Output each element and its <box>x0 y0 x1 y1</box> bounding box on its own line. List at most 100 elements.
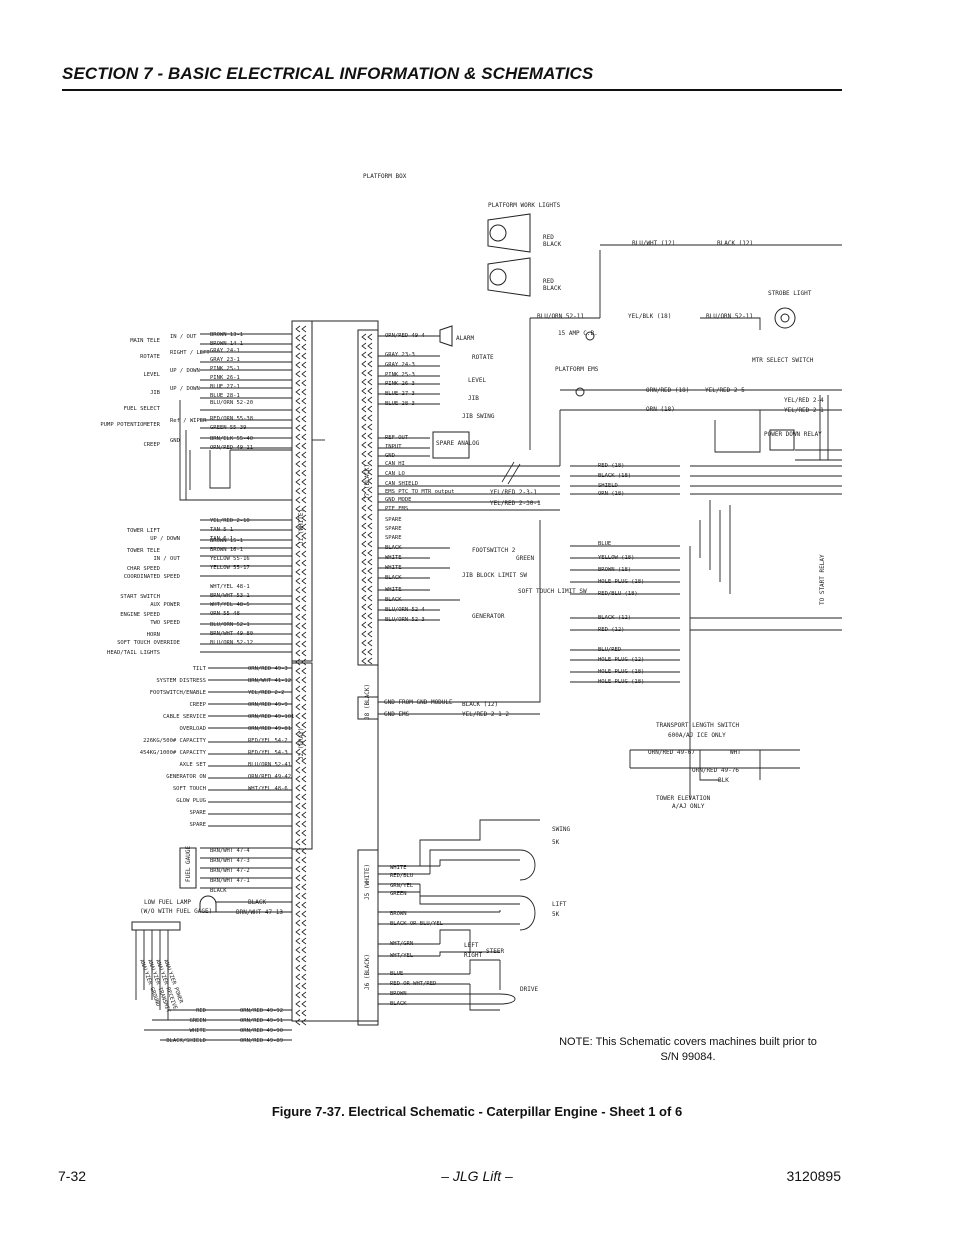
connector-pin <box>361 495 373 503</box>
j6-wire-label: WHT/GRN <box>390 941 413 947</box>
right-wire-label: RED (12) <box>598 627 625 633</box>
function-sub-label: COORDINATED SPEED <box>124 574 180 580</box>
function-label: TOWER LIFT <box>127 528 161 534</box>
function-sub-label: GND <box>170 438 180 444</box>
j2-wire-label: ORN/RED 49-3 <box>248 666 288 672</box>
wire-label: WHT/YEL 48-5 <box>210 602 250 608</box>
connector-pin <box>295 622 307 630</box>
connector-pin <box>295 775 307 783</box>
connector-pin <box>295 937 307 945</box>
connector-pin <box>295 388 307 396</box>
analyzer-wire: WHITE <box>189 1028 206 1034</box>
function-label: PUMP POTENTIOMETER <box>100 422 160 428</box>
connector-pin <box>361 396 373 404</box>
connector-pin <box>295 325 307 333</box>
circuit-breaker-label: 15 AMP C.B. <box>558 330 598 337</box>
j7-wire-label: CAN HI <box>385 461 405 467</box>
function-label: LEVEL <box>143 372 160 378</box>
right-wire-label: BLACK (12) <box>598 615 631 621</box>
function-sub-label: RIGHT / LEFT <box>170 350 210 356</box>
right-wire-label: HOLE PLUG (18) <box>598 669 644 675</box>
platform-ems-label: PLATFORM EMS <box>555 366 599 373</box>
function-sub-label: AUX POWER <box>150 602 180 608</box>
wire-label: BLUE 27-1 <box>210 384 240 390</box>
j7-wire-label: CAN LO <box>385 471 405 477</box>
connector-pin <box>295 532 307 540</box>
swing-label: SWING <box>552 826 570 833</box>
j5-wire-label: WHITE <box>390 865 407 871</box>
connector-pin <box>295 577 307 585</box>
fuel-gauge-wire: BRN/WHT 47-1 <box>210 878 250 884</box>
j7-wire-label: SPARE <box>385 535 402 541</box>
connector-pin <box>295 829 307 837</box>
function-label: HEAD/TAIL LIGHTS <box>107 650 160 656</box>
j7-wire-label: WHITE <box>385 555 402 561</box>
connector-pin <box>295 739 307 747</box>
function-label: START SWITCH <box>120 594 160 600</box>
function-label: HORN <box>147 632 160 638</box>
j2-function-label: SYSTEM DISTRESS <box>156 678 206 684</box>
function-sub-label: Ref / WIPER <box>170 418 207 424</box>
right-wire-label: SHIELD <box>598 483 618 489</box>
connector-pin <box>295 883 307 891</box>
connector-pin <box>295 919 307 927</box>
analyzer-pin-wire: ORN/RED 49-92 <box>240 1008 283 1014</box>
mtr-wire-3: YEL/RED 2-1 <box>784 407 824 414</box>
j2-wire-label: RED/YEL 54-3 <box>248 750 288 756</box>
j8-wire-3: BLACK (12) <box>462 701 498 708</box>
connector-pin <box>295 613 307 621</box>
j7-wire-label: REF OUT <box>385 435 409 441</box>
j2-function-label: SPARE <box>189 810 206 816</box>
j2-wire-label: ORN/RED 49-81 <box>248 726 291 732</box>
fuel-gauge-wire: BRN/WHT 47-2 <box>210 868 250 874</box>
connector-pin <box>295 523 307 531</box>
function-label: CREEP <box>143 442 160 448</box>
connector-pin <box>295 541 307 549</box>
wire-label: BROWN 16-1 <box>210 547 243 553</box>
wire-label: BLU/ORN 52-12 <box>210 640 253 646</box>
wire-label: BROWN 13-1 <box>210 332 243 338</box>
j7-wire-label: GND <box>385 453 395 459</box>
drive-label: DRIVE <box>520 986 538 993</box>
function-label: TOWER TELE <box>127 548 160 554</box>
connector-pin <box>295 631 307 639</box>
connector-pin <box>295 334 307 342</box>
rotate-label: ROTATE <box>472 354 494 361</box>
j5-wire-label: BROWN <box>390 911 407 917</box>
j7-wire-label: PTF EMS <box>385 506 408 512</box>
connector-pin <box>295 640 307 648</box>
j7-wire-label: SPARE <box>385 526 402 532</box>
analyzer-pin-wire: ORN/RED 49-91 <box>240 1018 283 1024</box>
steer-label: STEER <box>486 948 504 955</box>
connector-pin <box>295 415 307 423</box>
connector-pin <box>295 856 307 864</box>
j2-wire-label: WHT/YEL 48-6 <box>248 786 288 792</box>
j7-wire-label: SPARE <box>385 517 402 523</box>
connector-pin <box>361 441 373 449</box>
function-label: MAIN TELE <box>130 338 160 344</box>
fuel-gauge-wire: BRN/WHT 47-4 <box>210 848 250 854</box>
strobe-light-label: STROBE LIGHT <box>768 290 812 297</box>
j2-function-label: CREEP <box>189 702 206 708</box>
connector-pin <box>295 991 307 999</box>
connector-pin <box>361 414 373 422</box>
work-light2-wire-black: BLACK <box>543 285 561 292</box>
j2-function-label: SOFT TOUCH <box>173 786 206 792</box>
work-light-wire-red: RED <box>543 234 554 241</box>
connector-pin <box>295 874 307 882</box>
connector-pin <box>361 540 373 548</box>
function-label: ENGINE SPEED <box>120 612 160 618</box>
connector-pin <box>295 352 307 360</box>
j2-wire-label: BRN/WHT 41-12 <box>248 678 291 684</box>
connector-pin <box>361 576 373 584</box>
wire-label: BROWN 15-1 <box>210 538 243 544</box>
connector-pin <box>295 748 307 756</box>
strobe-wire-mid: YEL/BLK (18) <box>628 313 671 320</box>
analyzer-pin-wire: ORN/RED 49-90 <box>240 1028 283 1034</box>
wire-label: TAN 6-1 <box>210 536 233 542</box>
j2-function-label: GLOW PLUG <box>176 798 206 804</box>
wire-label: BLU/ORN 52-20 <box>210 400 253 406</box>
j5-wire-label: BLACK OR BLU/YEL <box>390 921 444 927</box>
connector-pin <box>295 595 307 603</box>
wire-label: BROWN 14-1 <box>210 341 243 347</box>
